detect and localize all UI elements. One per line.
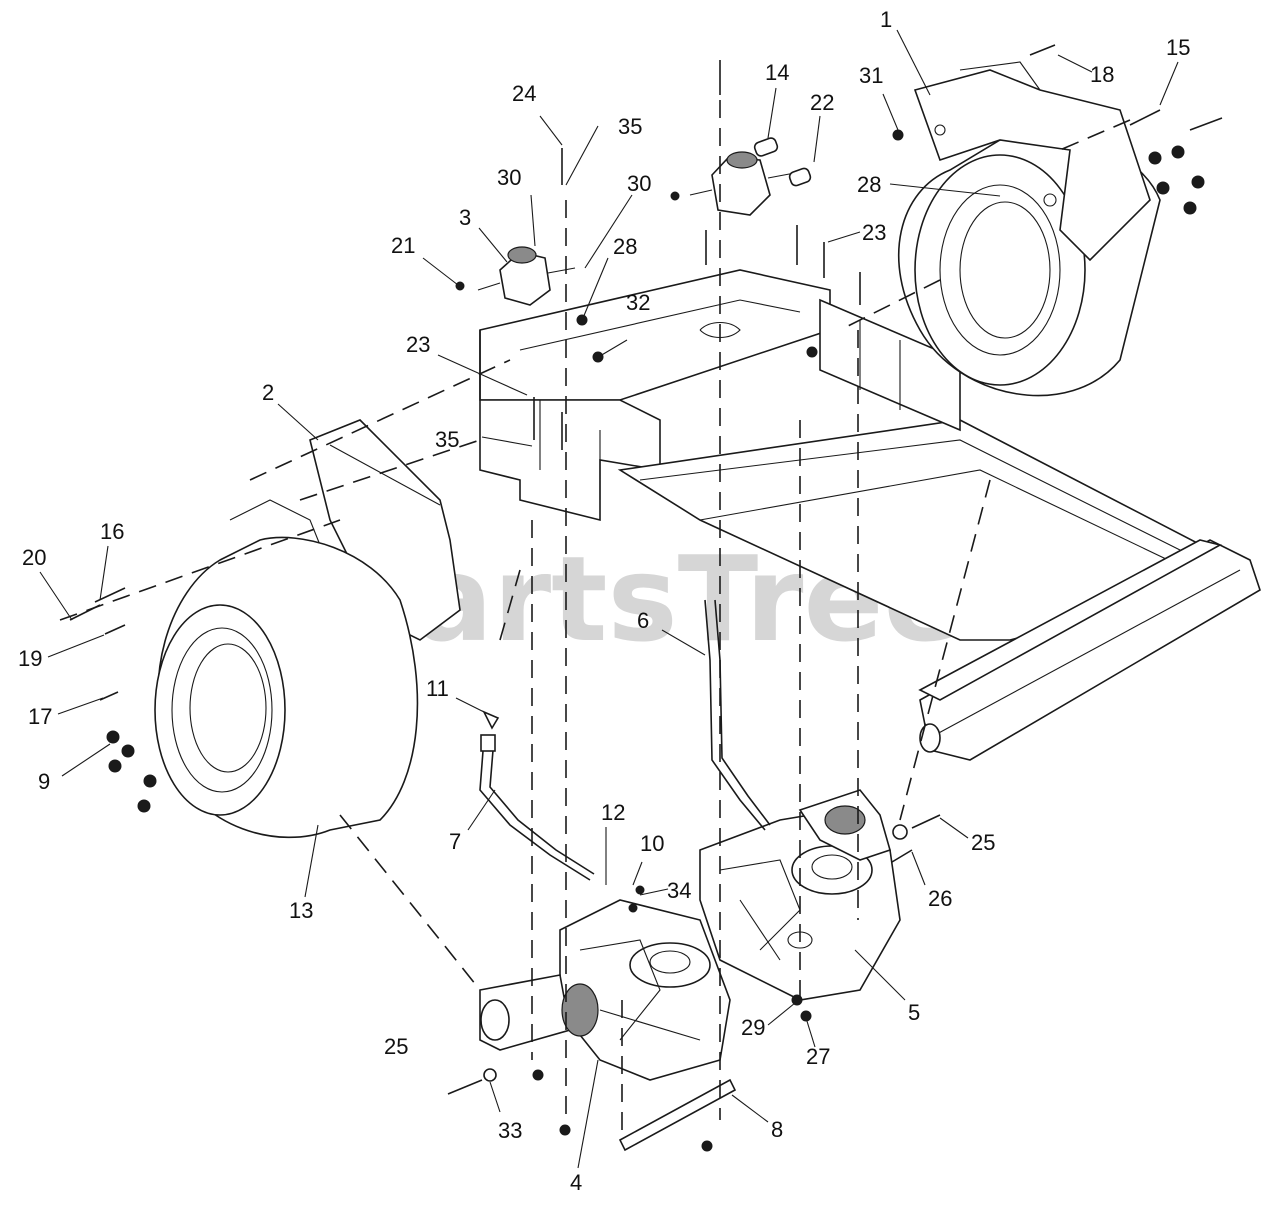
callout-28b: 28 [857, 172, 881, 197]
callout-30b: 30 [627, 171, 651, 196]
callout-15: 15 [1166, 35, 1190, 60]
callout-10: 10 [640, 831, 664, 856]
callout-31: 31 [859, 63, 883, 88]
control-valve-left [477, 246, 576, 306]
callout-20: 20 [22, 545, 46, 570]
callout-5: 5 [908, 1000, 920, 1025]
transaxle-left [479, 899, 731, 1081]
callout-23a: 23 [406, 332, 430, 357]
hose-right [704, 599, 771, 831]
callout-28a: 28 [613, 234, 637, 259]
control-valve-right [689, 137, 812, 216]
callout-19: 19 [18, 646, 42, 671]
callout-26: 26 [928, 886, 952, 911]
callout-21: 21 [391, 233, 415, 258]
callout-35b: 35 [435, 427, 459, 452]
callout-18: 18 [1090, 62, 1114, 87]
callout-11: 11 [426, 676, 449, 701]
left-wheel [106, 536, 419, 839]
motor-cover-right [913, 61, 1151, 262]
callout-12: 12 [601, 800, 625, 825]
callout-4: 4 [570, 1170, 582, 1195]
callout-25b: 25 [971, 830, 995, 855]
axle-shaft [618, 1078, 737, 1152]
callout-25a: 25 [384, 1034, 408, 1059]
callout-34: 34 [667, 878, 691, 903]
hardware [69, 44, 1223, 1152]
hose-left [479, 734, 595, 881]
callout-labels: 1 2 3 4 5 6 7 8 9 10 11 12 13 14 15 16 1… [18, 7, 1190, 1195]
callout-7: 7 [449, 829, 461, 854]
callout-14: 14 [765, 60, 789, 85]
callout-35a: 35 [618, 114, 642, 139]
callout-17: 17 [28, 704, 52, 729]
callout-8: 8 [771, 1117, 783, 1142]
callout-16: 16 [100, 519, 124, 544]
callout-27: 27 [806, 1044, 830, 1069]
callout-24: 24 [512, 81, 536, 106]
callout-13: 13 [289, 898, 313, 923]
callout-22: 22 [810, 90, 834, 115]
callout-3: 3 [459, 205, 471, 230]
callout-9: 9 [38, 769, 50, 794]
callout-1: 1 [880, 7, 892, 32]
callout-29: 29 [741, 1015, 765, 1040]
leader-lines [39, 29, 1179, 1169]
callout-33: 33 [498, 1118, 522, 1143]
callout-2: 2 [262, 380, 274, 405]
callout-6: 6 [637, 608, 649, 633]
frame-assembly [479, 269, 1261, 761]
assembly-lines [59, 100, 1131, 1140]
callout-23b: 23 [862, 220, 886, 245]
callout-32: 32 [626, 290, 650, 315]
callout-30a: 30 [497, 165, 521, 190]
